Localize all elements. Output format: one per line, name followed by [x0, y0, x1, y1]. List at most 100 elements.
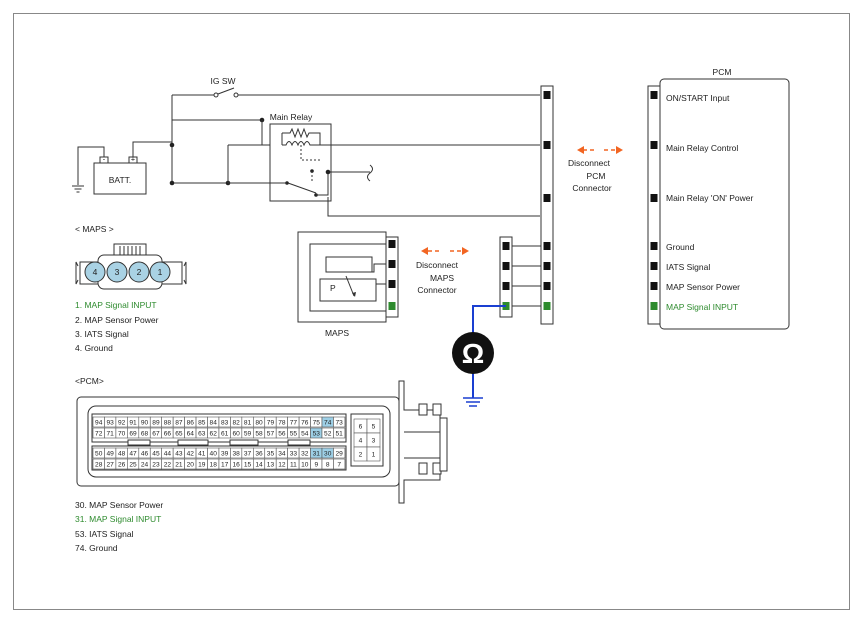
pcm-terminal-ground: Ground [666, 242, 695, 252]
pcm-pin-number: 40 [210, 451, 218, 458]
pcm-legend-1: 30. MAP Sensor Power [75, 500, 163, 510]
pcm-pin-number: 70 [118, 431, 126, 438]
pcm-pin-cell [333, 416, 346, 428]
maps-pin-1: 1 [158, 267, 163, 277]
battery: - + BATT. [93, 155, 147, 195]
maps-label: MAPS [325, 328, 349, 338]
pcm-pin-number: 79 [267, 420, 275, 427]
ohm-meter-probe-positive [472, 305, 506, 333]
pcm-pin-number: 25 [129, 462, 137, 469]
pcm-pin-number: 58 [255, 431, 263, 438]
pcm-pin-number: 78 [278, 420, 286, 427]
pcm-pin-number: 90 [141, 420, 149, 427]
pcm-pin-number: 71 [107, 431, 115, 438]
pcm-pin-number: 87 [175, 420, 183, 427]
pcm-pin-cell [333, 458, 346, 470]
pcm-terminal-relay-control: Main Relay Control [666, 143, 738, 153]
maps-element-label: P [330, 283, 336, 293]
pcm-connector-note-3: Connector [572, 183, 611, 193]
pcm-pin-number: 37 [244, 451, 252, 458]
pcm-pin-number: 8 [326, 462, 330, 469]
pcm-pin-number: 77 [290, 420, 298, 427]
pcm-pin-number: 38 [232, 451, 240, 458]
pcm-pin-number: 93 [107, 420, 115, 427]
pcm-pin-number: 75 [313, 420, 321, 427]
pcm-pin-cell [333, 447, 346, 459]
pcm-pin-number: 17 [221, 462, 229, 469]
pcm-pin-number: 32 [301, 451, 309, 458]
maps-connector-title: < MAPS > [75, 224, 114, 234]
pcm-pin-number: 44 [164, 451, 172, 458]
battery-ground-wire [77, 146, 105, 185]
battery-minus: - [103, 155, 106, 164]
battery-label: BATT. [109, 175, 132, 185]
pcm-pin-number: 30 [324, 451, 332, 458]
pcm-pin-number: 9 [314, 462, 318, 469]
pcm-terminal-on-start: ON/START Input [666, 93, 730, 103]
battery-plus: + [131, 155, 135, 164]
maps-legend-3: 3. IATS Signal [75, 329, 129, 339]
pcm-side-pin-number: 5 [372, 424, 376, 431]
pcm-pin-number: 55 [290, 431, 298, 438]
pcm-pin-number: 21 [175, 462, 183, 469]
pcm-pin-number: 52 [324, 431, 332, 438]
disconnect-maps-arrows [421, 247, 469, 255]
pcm-unit [647, 78, 790, 330]
pcm-side-pin-number: 1 [372, 452, 376, 459]
pcm-pin-number: 47 [129, 451, 137, 458]
pcm-side-pin-number: 3 [372, 438, 376, 445]
pcm-side-pin-number: 4 [359, 438, 363, 445]
disconnect-pcm-arrows [577, 146, 623, 154]
pcm-pin-number: 7 [337, 462, 341, 469]
pcm-pin-number: 22 [164, 462, 172, 469]
pcm-pin-number: 20 [187, 462, 195, 469]
pcm-harness-connector [540, 85, 554, 325]
pcm-side-pin-number: 2 [359, 452, 363, 459]
pcm-pin-number: 60 [232, 431, 240, 438]
pcm-pin-number: 33 [290, 451, 298, 458]
maps-pin-2: 2 [137, 267, 142, 277]
pcm-pin-number: 29 [336, 451, 344, 458]
pcm-pin-number: 12 [278, 462, 286, 469]
pcm-pin-number: 92 [118, 420, 126, 427]
pcm-pin-number: 59 [244, 431, 252, 438]
pcm-side-pin-number: 6 [359, 424, 363, 431]
main-relay [269, 123, 332, 202]
pcm-pin-cell [333, 427, 346, 439]
pcm-pin-number: 48 [118, 451, 126, 458]
pcm-legend-2: 31. MAP Signal INPUT [75, 514, 161, 524]
pcm-pin-number: 89 [152, 420, 160, 427]
maps-connector-note-1: Disconnect [416, 260, 459, 270]
pcm-pin-number: 85 [198, 420, 206, 427]
pcm-pin-number: 16 [232, 462, 240, 469]
maps-pin-3: 3 [115, 267, 120, 277]
diagram-frame [13, 13, 850, 610]
pcm-pin-number: 24 [141, 462, 149, 469]
pcm-pin-number: 14 [255, 462, 263, 469]
pcm-legend-3: 53. IATS Signal [75, 529, 134, 539]
pcm-connector-note-2: PCM [587, 171, 606, 181]
pcm-side-pin-cell [366, 446, 381, 462]
battery-positive-wire [132, 141, 172, 157]
pcm-pin-number: 23 [152, 462, 160, 469]
pcm-pin-number: 57 [267, 431, 275, 438]
pcm-pin-number: 61 [221, 431, 229, 438]
ohm-meter-icon: Ω [452, 332, 494, 374]
pcm-pin-number: 56 [278, 431, 286, 438]
pcm-pin-number: 80 [255, 420, 263, 427]
pcm-pin-number: 82 [232, 420, 240, 427]
pcm-pin-number: 19 [198, 462, 206, 469]
ig-switch-label: IG SW [210, 76, 235, 86]
pcm-pin-number: 81 [244, 420, 252, 427]
pcm-pin-number: 28 [95, 462, 103, 469]
pcm-pin-number: 69 [129, 431, 137, 438]
pcm-pin-number: 39 [221, 451, 229, 458]
maps-sensor: P [297, 231, 399, 323]
pcm-connector-face [76, 380, 448, 504]
pcm-connector-title: <PCM> [75, 376, 104, 386]
pcm-connector-note-1: Disconnect [568, 158, 611, 168]
pcm-pin-number: 66 [164, 431, 172, 438]
pcm-pin-number: 31 [313, 451, 321, 458]
